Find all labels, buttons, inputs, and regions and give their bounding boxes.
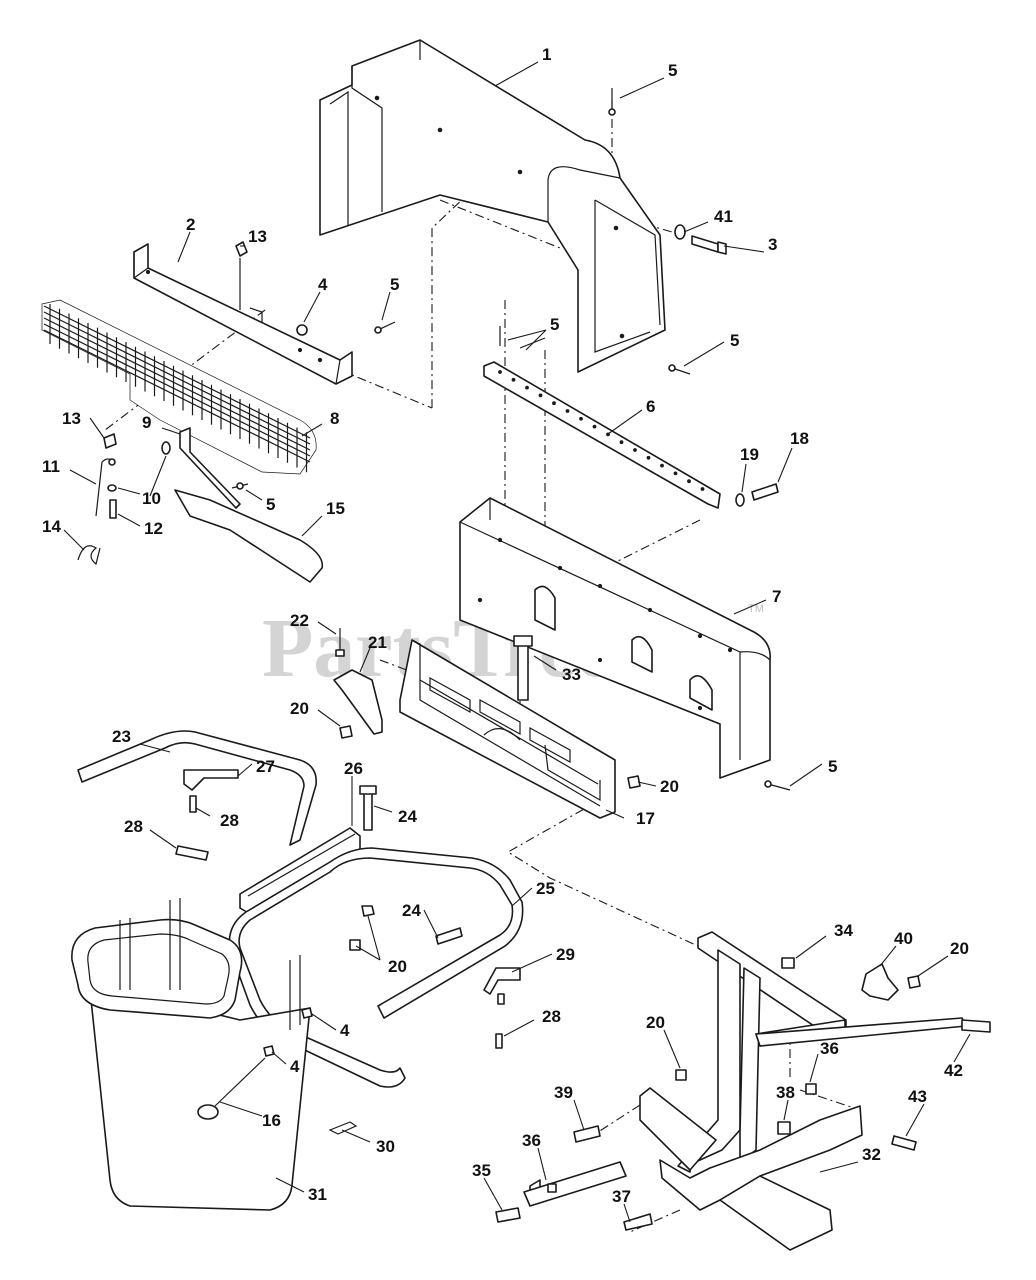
callout-9: 9 — [142, 413, 151, 432]
callout-30: 30 — [376, 1137, 395, 1156]
upper-shroud — [319, 39, 666, 373]
callout-5: 5 — [390, 275, 399, 294]
callout-5: 5 — [730, 331, 739, 350]
callout-27: 27 — [256, 757, 275, 776]
callout-16: 16 — [262, 1111, 281, 1130]
callout-25: 25 — [536, 879, 555, 898]
lower-shroud — [459, 497, 771, 779]
deflector-plate — [174, 489, 324, 583]
callout-21: 21 — [368, 633, 387, 652]
callout-1: 1 — [542, 45, 551, 64]
callout-13: 13 — [62, 409, 81, 428]
side-bracket — [333, 669, 383, 735]
callout-5: 5 — [668, 61, 677, 80]
callout-35: 35 — [472, 1161, 491, 1180]
callout-8: 8 — [330, 409, 339, 428]
callout-34: 34 — [834, 921, 853, 940]
callout-32: 32 — [862, 1145, 881, 1164]
callout-15: 15 — [326, 499, 345, 518]
callout-28: 28 — [542, 1007, 561, 1026]
callouts: 1 5 41 3 2 13 4 5 5 5 6 8 13 9 11 10 5 1… — [42, 45, 969, 1206]
callout-10: 10 — [142, 489, 161, 508]
hitch-assembly — [639, 931, 863, 1251]
callout-20: 20 — [290, 699, 309, 718]
callout-42: 42 — [944, 1061, 963, 1080]
callout-2: 2 — [186, 215, 195, 234]
callout-18: 18 — [790, 429, 809, 448]
eye-bolt-and-pin — [197, 1057, 358, 1135]
callout-20: 20 — [388, 957, 407, 976]
fasteners — [77, 88, 991, 1231]
callout-5: 5 — [550, 315, 559, 334]
handle-frame — [228, 847, 524, 1088]
callout-36: 36 — [820, 1039, 839, 1058]
small-bracket — [179, 427, 241, 509]
callout-13: 13 — [248, 227, 267, 246]
upper-bracket — [133, 243, 353, 385]
callout-40: 40 — [894, 929, 913, 948]
callout-39: 39 — [554, 1083, 573, 1102]
callout-5: 5 — [266, 495, 275, 514]
callout-22: 22 — [290, 611, 309, 630]
mounting-strip — [483, 361, 721, 509]
callout-43: 43 — [908, 1087, 927, 1106]
callout-41: 41 — [714, 207, 733, 226]
callout-28: 28 — [124, 817, 143, 836]
callout-12: 12 — [144, 519, 163, 538]
mesh-screen — [41, 299, 317, 475]
channel — [239, 827, 361, 915]
callout-14: 14 — [42, 517, 61, 536]
callout-29: 29 — [556, 945, 575, 964]
callout-23: 23 — [112, 727, 131, 746]
callout-20: 20 — [950, 939, 969, 958]
callout-33: 33 — [562, 665, 581, 684]
callout-6: 6 — [646, 397, 655, 416]
callout-38: 38 — [776, 1083, 795, 1102]
rod-and-knob — [755, 963, 967, 1047]
callout-31: 31 — [308, 1185, 327, 1204]
callout-26: 26 — [344, 759, 363, 778]
callout-3: 3 — [768, 235, 777, 254]
mounting-plate — [399, 639, 616, 819]
grass-bag — [71, 898, 311, 1211]
callout-7: 7 — [772, 587, 781, 606]
upper-frame-tube — [77, 730, 317, 846]
callout-5: 5 — [828, 757, 837, 776]
callout-24: 24 — [402, 901, 421, 920]
callout-17: 17 — [636, 809, 655, 828]
callout-37: 37 — [612, 1187, 631, 1206]
callout-11: 11 — [42, 457, 60, 476]
callout-4: 4 — [318, 275, 328, 294]
callout-20: 20 — [660, 777, 679, 796]
leader-lines — [63, 61, 971, 1223]
callout-36: 36 — [522, 1131, 541, 1150]
callout-4: 4 — [340, 1021, 350, 1040]
callout-19: 19 — [740, 445, 759, 464]
callout-28: 28 — [220, 811, 239, 830]
callout-20: 20 — [646, 1013, 665, 1032]
callout-24: 24 — [398, 807, 417, 826]
callout-4: 4 — [290, 1057, 300, 1076]
